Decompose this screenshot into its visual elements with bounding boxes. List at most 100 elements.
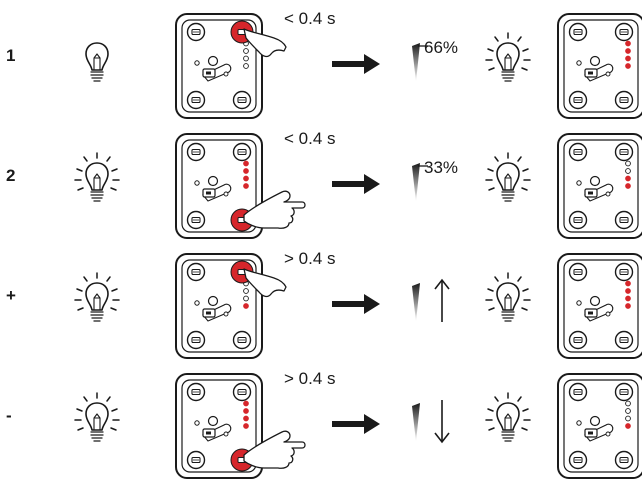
level-percent: 33% xyxy=(424,158,458,177)
level-led xyxy=(625,280,631,287)
sensor-circle xyxy=(589,295,601,307)
lamp-filament xyxy=(504,413,512,431)
link-pin xyxy=(605,431,611,437)
level-led xyxy=(243,48,249,54)
link-pin xyxy=(605,71,611,77)
finger-outline xyxy=(243,190,306,229)
lamp-filament xyxy=(93,293,101,311)
lamp-filament xyxy=(93,413,101,431)
indicator-dot xyxy=(194,300,200,306)
arrow-right-icon xyxy=(332,174,380,194)
step-row: 1< 0.4 s66% xyxy=(6,9,642,119)
light-ray xyxy=(106,276,111,282)
light-ray xyxy=(76,168,83,172)
finger-outline xyxy=(243,28,287,58)
level-led xyxy=(625,160,631,167)
light-ray xyxy=(76,408,83,412)
lamp-bulb xyxy=(85,282,109,311)
arrow-right-icon xyxy=(332,414,380,434)
light-ray xyxy=(521,187,528,191)
light-ray xyxy=(106,396,111,402)
light-ray xyxy=(488,427,495,431)
device-inner-frame xyxy=(181,379,257,473)
corner-button-top-right xyxy=(614,142,634,162)
step-label: 2 xyxy=(6,166,15,185)
corner-button-bottom-right xyxy=(232,90,252,110)
center-switch-mark xyxy=(206,71,211,75)
step-label: + xyxy=(6,286,16,305)
light-ray xyxy=(487,288,494,292)
sensor-circle xyxy=(207,175,219,187)
corner-button-bottom-left xyxy=(186,210,206,230)
level-led xyxy=(625,175,631,182)
lamp-bulb xyxy=(496,402,520,431)
corner-button-top-right xyxy=(232,382,252,402)
light-ray xyxy=(111,288,118,292)
link-pin xyxy=(223,71,229,77)
dimmer-device-pressed xyxy=(175,253,287,359)
dim-level-wedge-icon xyxy=(412,403,420,442)
corner-button-bottom-left xyxy=(568,450,588,470)
down-arrow-head xyxy=(434,432,450,444)
corner-button-bottom-left xyxy=(186,90,206,110)
sensor-circle xyxy=(589,415,601,427)
device-inner-frame xyxy=(563,19,639,113)
sensor-circle xyxy=(207,295,219,307)
step-label: - xyxy=(6,406,12,425)
device-inner-frame xyxy=(181,19,257,113)
dimmer-device xyxy=(557,133,642,239)
corner-button-top-left xyxy=(568,382,588,402)
light-ray xyxy=(110,307,117,311)
corner-button-top-right xyxy=(614,262,634,282)
level-led xyxy=(625,408,631,414)
corner-button-bottom-left xyxy=(568,330,588,350)
lamp-base xyxy=(90,311,104,322)
light-ray xyxy=(522,408,529,412)
corner-button-top-left xyxy=(186,142,206,162)
light-ray xyxy=(106,156,111,162)
dimmer-device xyxy=(557,13,642,119)
lamp-base xyxy=(90,191,104,202)
lamp-bulb xyxy=(496,42,520,71)
center-switch-mark xyxy=(588,191,593,195)
center-switch-mark xyxy=(206,191,211,195)
lamp-filament xyxy=(504,173,512,191)
lamp-on-icon xyxy=(74,152,120,202)
lamp-base xyxy=(501,191,515,202)
level-led xyxy=(625,400,631,407)
device-inner-frame xyxy=(181,259,257,353)
press-duration: < 0.4 s xyxy=(284,129,336,148)
light-ray xyxy=(517,396,522,402)
dimmer-device-pressed xyxy=(175,373,306,479)
sensor-circle xyxy=(207,415,219,427)
corner-button-bottom-left xyxy=(568,90,588,110)
lamp-bulb xyxy=(85,402,109,431)
sensor-circle xyxy=(207,55,219,67)
light-ray xyxy=(488,307,495,311)
level-led xyxy=(625,295,631,302)
light-ray xyxy=(76,288,83,292)
corner-button-bottom-left xyxy=(186,330,206,350)
indicator-dot xyxy=(194,60,200,66)
lamp-on-icon xyxy=(74,392,120,442)
corner-button-bottom-right xyxy=(614,330,634,350)
indicator-dot xyxy=(576,300,582,306)
corner-button-bottom-right xyxy=(614,210,634,230)
level-percent: 66% xyxy=(424,38,458,57)
lamp-bulb xyxy=(85,42,109,71)
light-ray xyxy=(487,408,494,412)
lamp-filament xyxy=(504,293,512,311)
lamp-base xyxy=(501,431,515,442)
light-ray xyxy=(83,156,88,162)
level-led xyxy=(243,408,249,414)
level-led xyxy=(625,55,631,62)
corner-button-top-right xyxy=(232,142,252,162)
corner-button-bottom-left xyxy=(568,210,588,230)
light-ray xyxy=(77,187,84,191)
step-row: -> 0.4 s xyxy=(6,369,642,479)
sensor-circle xyxy=(589,55,601,67)
lamp-filament xyxy=(504,53,512,71)
light-ray xyxy=(487,48,494,52)
lamp-filament xyxy=(93,173,101,191)
